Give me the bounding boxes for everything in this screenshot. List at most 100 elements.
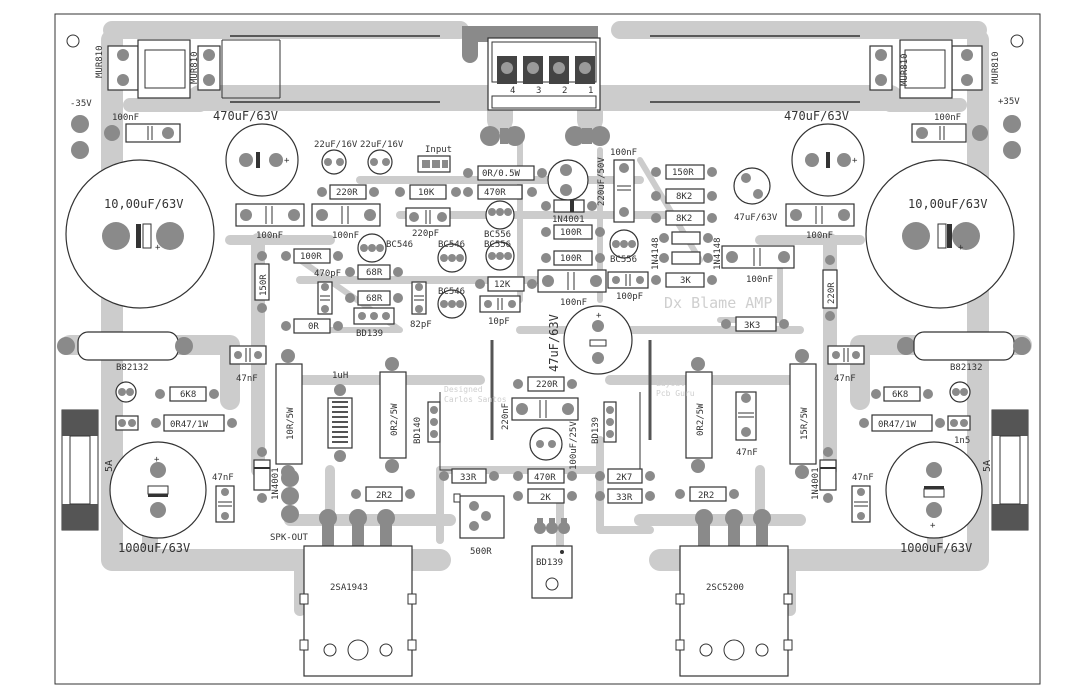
part-label: B82132 bbox=[116, 363, 149, 373]
part-label: 33R bbox=[460, 473, 477, 483]
speaker-output: SPK-OUT bbox=[270, 469, 309, 543]
resistor-3k3: 3K3 bbox=[721, 316, 789, 332]
part-label: 220nF bbox=[501, 403, 511, 430]
part-label: MUR810 bbox=[190, 51, 200, 84]
resistor-220r-top: 220R bbox=[317, 184, 379, 200]
part-label: 0R47/1W bbox=[878, 420, 917, 430]
capacitor-47nf-c: 47nF bbox=[212, 473, 235, 523]
capacitor-100nf-b: 100nF bbox=[311, 203, 381, 241]
part-label: 100R bbox=[560, 228, 582, 238]
part-label: MUR810 bbox=[95, 45, 105, 78]
resistor-0r47-left: 0R47/1W bbox=[115, 414, 237, 432]
resistor-2k7: 2K7 bbox=[595, 468, 655, 484]
capacitor-220nf: 220nF bbox=[501, 397, 579, 430]
svg-text:+: + bbox=[154, 455, 160, 465]
transistor-bd139-left: BD139 bbox=[353, 307, 395, 339]
part-label: BC546 bbox=[438, 240, 465, 250]
capacitor-100nf-vertical: 100nF bbox=[610, 148, 637, 223]
part-label: 470R bbox=[534, 473, 556, 483]
transistor-bc546-c: BC546 bbox=[437, 287, 467, 319]
resistor-6k8-right: 6K8 bbox=[871, 381, 971, 403]
capacitor-47nf-a: 47nF bbox=[229, 345, 267, 384]
part-label: 100nF bbox=[112, 113, 139, 123]
capacitor-100nf-right-mid: 100nF bbox=[721, 245, 795, 285]
part-label: 47nF bbox=[736, 448, 758, 458]
resistor-0r2-5w-right: 0R2/5W bbox=[685, 357, 713, 473]
part-label: BC546 bbox=[438, 287, 465, 297]
part-label: 2R2 bbox=[698, 491, 714, 501]
resistor-470r-low: 470R bbox=[513, 468, 577, 484]
power-connector: 4 3 2 1 bbox=[462, 26, 601, 111]
part-label: 100pF bbox=[616, 292, 643, 302]
part-label: 1n5 bbox=[954, 436, 970, 446]
part-label: 470R bbox=[484, 188, 506, 198]
part-label: 100R bbox=[560, 254, 582, 264]
rail-label-positive: +35V bbox=[998, 97, 1020, 107]
part-label: 33R bbox=[616, 493, 633, 503]
resistor-10k: 10K bbox=[395, 184, 461, 200]
resistor-68r-a: 68R bbox=[345, 264, 403, 280]
capacitor-10000uf-right: 10,00uF/63V + bbox=[865, 159, 1015, 309]
part-label: 0R2/5W bbox=[390, 403, 400, 436]
capacitor-100nf-top-left: 100nF bbox=[104, 113, 181, 143]
part-label: 220R bbox=[536, 380, 558, 390]
part-label: 1000uF/63V bbox=[900, 541, 972, 555]
resistor-0r: 0R bbox=[281, 318, 343, 334]
part-label: 47uF/63V bbox=[547, 314, 561, 372]
part-label: 100R bbox=[300, 252, 322, 262]
transistor-2sa1943: 2SA1943 bbox=[299, 509, 417, 677]
connector-pin-label: 3 bbox=[536, 86, 541, 96]
part-label: 8K2 bbox=[676, 192, 692, 202]
part-label: 8K2 bbox=[676, 214, 692, 224]
part-label: 100nF bbox=[610, 148, 637, 158]
part-label: 0R47/1W bbox=[170, 420, 209, 430]
part-label: 10R/5W bbox=[286, 407, 296, 440]
capacitor-100uf-25v: 100uF/25V bbox=[529, 421, 579, 470]
capacitor-220uf-50v: 220uF/50V bbox=[547, 157, 607, 206]
resistor-68r-b: 68R bbox=[345, 290, 403, 306]
capacitor-470pf: 470pF bbox=[314, 269, 341, 315]
inductor-b82132-left: B82132 bbox=[57, 331, 193, 373]
capacitor-22uf-a: 22uF/16V bbox=[314, 140, 358, 175]
part-label: 220pF bbox=[412, 229, 439, 239]
diode-1n4001-top: 1N4001 bbox=[541, 199, 597, 225]
part-label: 1N4001 bbox=[811, 467, 821, 500]
part-label: 220uF/50V bbox=[597, 157, 607, 206]
capacitor-100nf-top-right: 100nF bbox=[911, 113, 988, 143]
resistor-0r-0-5w: 0R/0.5W bbox=[463, 165, 547, 181]
svg-text:+: + bbox=[284, 156, 290, 166]
part-label: 100nF bbox=[934, 113, 961, 123]
connector-pin-label: 1 bbox=[588, 86, 593, 96]
capacitor-100nf-right: 100nF bbox=[785, 203, 855, 241]
capacitor-47uf-small: 47uF/63V bbox=[733, 167, 778, 223]
fuse-left: 5A bbox=[61, 409, 115, 531]
resistor-2r2-b: 2R2 bbox=[675, 486, 739, 502]
part-label: 15R/5W bbox=[800, 407, 810, 440]
capacitor-470uf-left: + bbox=[225, 123, 299, 197]
part-label: 470uF/63V bbox=[784, 109, 849, 123]
part-label: 47nF bbox=[212, 473, 234, 483]
diode-mur810-right: MUR810 MUR810 bbox=[869, 39, 1001, 99]
part-label: 100nF bbox=[560, 298, 587, 308]
part-label: 12K bbox=[494, 280, 511, 290]
part-label: 47nF bbox=[852, 473, 874, 483]
resistor-220r-vertical: 220R bbox=[822, 255, 838, 321]
part-label: 100uF/25V bbox=[569, 421, 579, 470]
svg-text:+: + bbox=[155, 243, 161, 253]
part-label: BD139 bbox=[356, 329, 383, 339]
part-label: BD139 bbox=[591, 417, 601, 444]
capacitor-22uf-b: 22uF/16V bbox=[360, 140, 404, 175]
resistor-8k2-b: 8K2 bbox=[651, 210, 717, 226]
capacitor-47nf-e: 47nF bbox=[735, 391, 758, 458]
part-label: BD140 bbox=[413, 417, 423, 444]
resistor-2r2-a: 2R2 bbox=[351, 486, 415, 502]
part-label: 68R bbox=[366, 268, 383, 278]
input-connector: Input bbox=[417, 145, 452, 173]
part-label: 10,00uF/63V bbox=[104, 197, 183, 211]
part-label: 1N4148 bbox=[713, 237, 723, 270]
part-label: 1000uF/63V bbox=[118, 541, 190, 555]
part-label: 5A bbox=[982, 460, 993, 472]
part-label: MUR810 bbox=[900, 53, 910, 86]
transistor-bc556-c: BC556 bbox=[609, 229, 639, 265]
